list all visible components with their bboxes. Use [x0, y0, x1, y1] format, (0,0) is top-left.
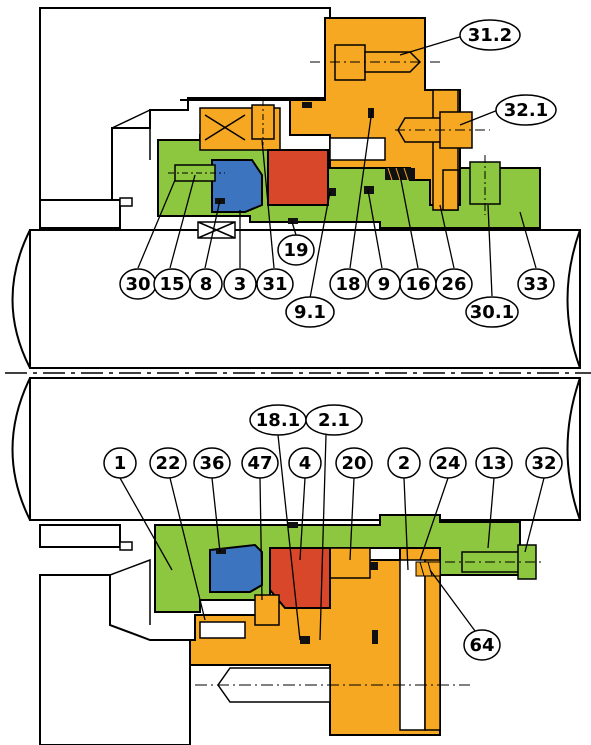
- callout-number: 24: [435, 453, 460, 474]
- leader-lines: [119, 34, 545, 641]
- callout-bubble: [435, 268, 473, 300]
- callout-4: 4: [288, 447, 322, 479]
- callout-bubble: [517, 268, 555, 300]
- callout-number: 64: [469, 635, 494, 656]
- callout-bubble: [465, 296, 519, 328]
- callout-bubble: [463, 629, 501, 661]
- callout-18: 18: [329, 268, 367, 300]
- callout-number: 9: [378, 274, 391, 295]
- screw-15: [168, 164, 225, 182]
- callout-24: 24: [429, 447, 467, 479]
- callout-36: 36: [193, 447, 231, 479]
- callout-1: 1: [103, 447, 137, 479]
- callout-number: 9.1: [294, 302, 326, 323]
- callout-31-2: 31.2: [459, 19, 521, 51]
- callout-3: 3: [223, 268, 257, 300]
- callout-number: 8: [200, 274, 213, 295]
- callout-15: 15: [153, 268, 191, 300]
- callout-22: 22: [149, 447, 187, 479]
- callout-bubble: [149, 447, 187, 479]
- callout-8: 8: [189, 268, 223, 300]
- screw-47: [254, 594, 280, 626]
- callout-bubble: [193, 447, 231, 479]
- callout-bubble: [223, 268, 257, 300]
- callout-number: 4: [299, 453, 312, 474]
- callout-number: 32: [531, 453, 556, 474]
- callout-number: 31: [262, 274, 287, 295]
- callout-number: 18.1: [256, 410, 300, 431]
- callout-number: 1: [114, 453, 127, 474]
- callout-number: 22: [155, 453, 180, 474]
- screw-31: [251, 100, 275, 145]
- callout-9: 9: [367, 268, 401, 300]
- callout-31: 31: [256, 268, 294, 300]
- callout-bubble: [475, 447, 513, 479]
- callout-number: 18: [335, 274, 360, 295]
- callout-number: 16: [405, 274, 430, 295]
- callout-number: 30.1: [470, 302, 514, 323]
- callout-number: 2: [398, 453, 411, 474]
- callout-number: 26: [441, 274, 466, 295]
- gland-plate-bottom: [189, 547, 441, 736]
- callout-number: 13: [481, 453, 506, 474]
- pump-housing-bottom: [39, 524, 191, 745]
- seal-face-red-bottom: [269, 547, 331, 609]
- screw-32-1: [395, 111, 490, 149]
- callout-19: 19: [277, 234, 315, 266]
- callout-bubble: [285, 296, 335, 328]
- callout-bubble: [335, 447, 373, 479]
- callout-bubble: [387, 447, 421, 479]
- callout-number: 32.1: [504, 100, 548, 121]
- callout-32-1: 32.1: [495, 94, 557, 126]
- callout-32: 32: [525, 447, 563, 479]
- retaining-ring-8: [197, 221, 236, 239]
- callout-bubble: [288, 447, 322, 479]
- pump-housing-top: [39, 7, 331, 229]
- callout-number: 47: [247, 453, 272, 474]
- callout-bubble: [495, 94, 557, 126]
- callout-30-1: 30.1: [465, 296, 519, 328]
- callout-bubble: [189, 268, 223, 300]
- callout-bubble: [525, 447, 563, 479]
- pin-bottom: [195, 667, 470, 703]
- callout-number: 19: [283, 240, 308, 261]
- callout-bubble: [429, 447, 467, 479]
- callout-bubble: [256, 268, 294, 300]
- screw-13: [445, 544, 545, 580]
- callout-bubble: [277, 234, 315, 266]
- callout-bubble: [103, 447, 137, 479]
- callout-16: 16: [399, 268, 437, 300]
- screw-30-1: [469, 155, 501, 215]
- callout-bubble: [459, 19, 521, 51]
- callout-bubble: [241, 447, 279, 479]
- callout-30: 30: [119, 268, 157, 300]
- callout-2-1: 2.1: [305, 404, 363, 436]
- callout-13: 13: [475, 447, 513, 479]
- screw-31-2: [310, 44, 440, 81]
- callout-26: 26: [435, 268, 473, 300]
- callout-bubble: [329, 268, 367, 300]
- callout-number: 15: [159, 274, 184, 295]
- callout-33: 33: [517, 268, 555, 300]
- callout-number: 3: [234, 274, 247, 295]
- callout-18-1: 18.1: [249, 404, 307, 436]
- callout-20: 20: [335, 447, 373, 479]
- callout-9-1: 9.1: [285, 296, 335, 328]
- callout-bubble: [305, 404, 363, 436]
- callout-number: 2.1: [318, 410, 350, 431]
- callout-64: 64: [463, 629, 501, 661]
- callout-number: 36: [199, 453, 224, 474]
- callout-number: 20: [341, 453, 366, 474]
- spring-16: [385, 167, 415, 181]
- callout-number: 33: [523, 274, 548, 295]
- callout-number: 31.2: [468, 25, 512, 46]
- spring-64: [415, 561, 441, 577]
- callout-47: 47: [241, 447, 279, 479]
- callout-number: 30: [125, 274, 150, 295]
- seal-face-red-top: [267, 149, 329, 206]
- callout-2: 2: [387, 447, 421, 479]
